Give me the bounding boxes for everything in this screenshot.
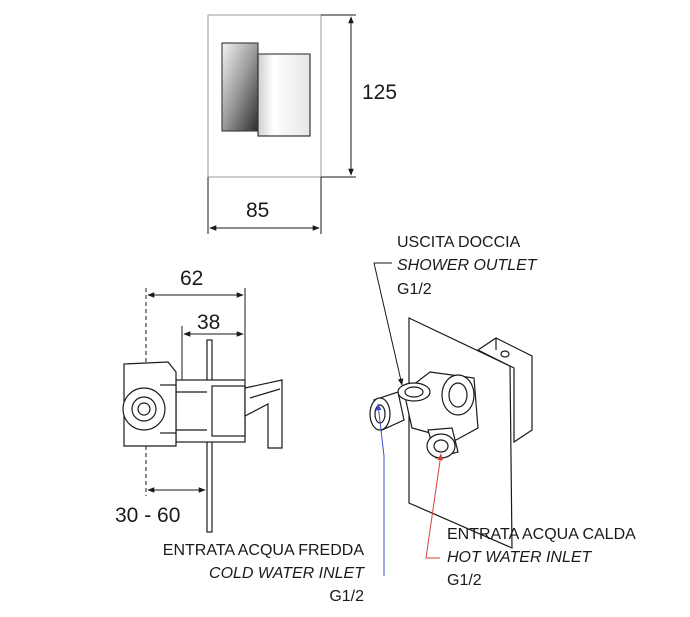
front-lever xyxy=(257,53,311,137)
hot-inlet-title-en: HOT WATER INLET xyxy=(447,549,592,566)
shower-outlet-leader xyxy=(373,262,404,386)
shower-outlet-title-it: USCITA DOCCIA xyxy=(397,234,521,251)
hot-inlet-thread: G1/2 xyxy=(447,572,482,589)
hot-inlet-leader xyxy=(425,453,443,559)
cold-inlet-thread: G1/2 xyxy=(329,588,364,605)
side-view xyxy=(122,288,283,533)
front-view xyxy=(207,14,356,234)
partial-depth-dimension-label: 38 xyxy=(197,311,221,334)
shower-outlet-title-en: SHOWER OUTLET xyxy=(397,257,537,274)
cold-inlet-title-it: ENTRATA ACQUA FREDDA xyxy=(162,542,364,559)
cold-inlet-title-en: COLD WATER INLET xyxy=(209,565,364,582)
isometric-view xyxy=(369,317,533,549)
front-cartridge-body xyxy=(221,42,259,132)
depth-dimension-label: 62 xyxy=(180,267,204,290)
hot-inlet-title-it: ENTRATA ACQUA CALDA xyxy=(447,526,636,543)
shower-outlet-thread: G1/2 xyxy=(397,281,432,298)
installation-range-label: 30 - 60 xyxy=(115,504,181,527)
height-dimension-label: 125 xyxy=(362,81,398,104)
width-dimension-label: 85 xyxy=(246,199,270,222)
cold-inlet-leader xyxy=(375,403,385,576)
